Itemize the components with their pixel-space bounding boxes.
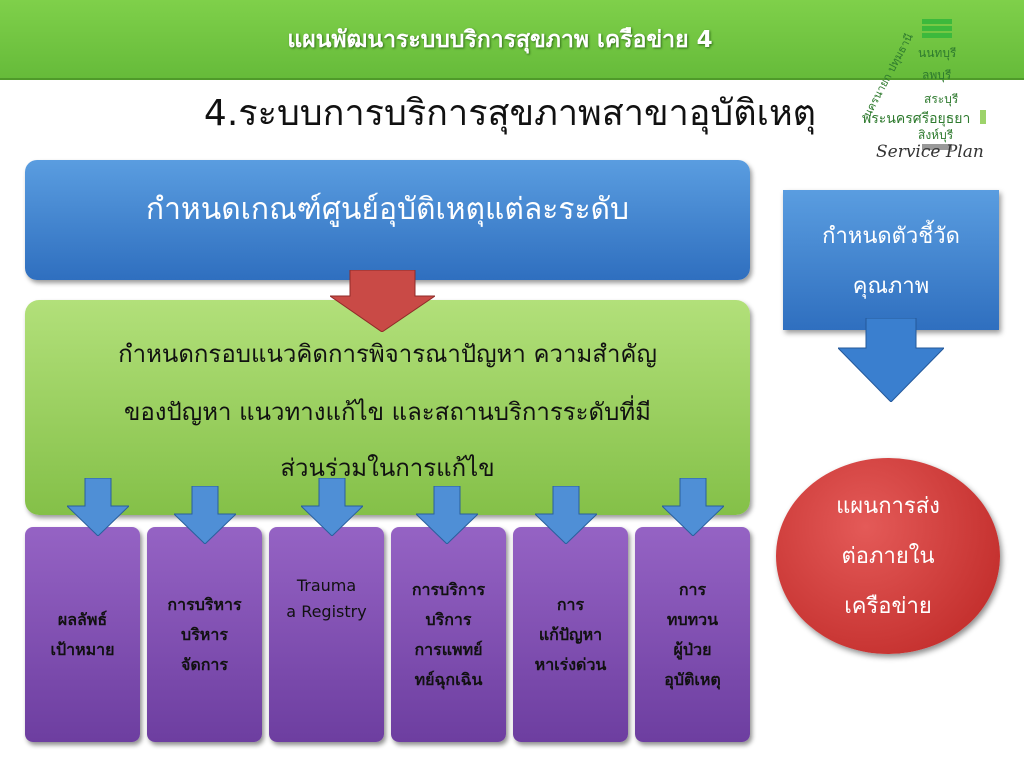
- blue-down-arrow-icon: [838, 318, 944, 402]
- urgent-problem-box: การ แก้ปัญหา หาเร่งด่วน: [513, 527, 628, 742]
- trauma-registry-line: a Registry: [286, 602, 367, 621]
- patient-review-line: อุบัติเหตุ: [664, 669, 721, 689]
- logo-province: ลพบุรี: [922, 68, 952, 82]
- logo-bars-icon: [922, 19, 986, 150]
- outcome-line: ผลลัพธ์: [57, 609, 108, 629]
- red-down-arrow-icon: [330, 270, 435, 332]
- emergency-service-line: การบริการ: [411, 579, 486, 599]
- logo-province: สิงห์บุรี: [918, 128, 954, 142]
- emergency-service-line: ทย์ฉุกเฉิน: [414, 669, 483, 689]
- logo-province: นนทบุรี: [918, 46, 957, 60]
- emergency-service-box: การบริการ บริการ การแพทย์ ทย์ฉุกเฉิน: [391, 527, 506, 742]
- emergency-service-line: การแพทย์: [414, 639, 483, 659]
- urgent-problem-line: การ: [556, 594, 585, 614]
- framework-box: กำหนดกรอบแนวคิดการพิจารณาปัญหา ความสำคัญ…: [25, 300, 750, 515]
- criteria-box: กำหนดเกณฑ์ศูนย์อุบัติเหตุแต่ละระดับ: [25, 160, 750, 280]
- referral-plan-circle: แผนการส่ง ต่อภายใน เครือข่าย: [776, 458, 1000, 654]
- logo-province: พระนครศรีอยุธยา: [862, 111, 971, 127]
- management-box: การบริหาร บริหาร จัดการ: [147, 527, 262, 742]
- trauma-registry-box: Trauma a Registry: [269, 527, 384, 742]
- management-line: การบริหาร: [167, 594, 242, 614]
- logo-script-text: Service Plan: [876, 142, 984, 162]
- quality-indicator-box: กำหนดตัวชี้วัด คุณภาพ: [783, 190, 999, 330]
- patient-review-line: ผู้ป่วย: [673, 639, 712, 659]
- quality-indicator-line: คุณภาพ: [852, 274, 930, 299]
- referral-plan-line: แผนการส่ง: [836, 494, 940, 519]
- referral-plan-line: เครือข่าย: [844, 594, 932, 619]
- logo-province: สระบุรี: [924, 92, 959, 106]
- trauma-registry-line: Trauma: [296, 576, 357, 595]
- urgent-problem-line: แก้ปัญหา: [538, 624, 603, 644]
- management-line: บริหาร: [181, 624, 228, 644]
- framework-line: ส่วนร่วมในการแก้ไข: [280, 454, 495, 482]
- header-title: แผนพัฒนาระบบบริการสุขภาพ เครือข่าย 4: [287, 27, 713, 53]
- management-line: จัดการ: [180, 654, 228, 674]
- patient-review-line: ทบทวน: [666, 609, 719, 629]
- blue-down-arrow-icon: [416, 486, 478, 544]
- patient-review-line: การ: [678, 579, 707, 599]
- framework-line: กำหนดกรอบแนวคิดการพิจารณาปัญหา ความสำคัญ: [118, 340, 657, 368]
- blue-down-arrow-icon: [301, 478, 363, 536]
- outcome-line: เป้าหมาย: [50, 639, 115, 659]
- outcome-box: ผลลัพธ์ เป้าหมาย: [25, 527, 140, 742]
- blue-down-arrow-icon: [174, 486, 236, 544]
- referral-plan-line: ต่อภายใน: [841, 544, 935, 569]
- blue-down-arrow-icon: [535, 486, 597, 544]
- framework-line: ของปัญหา แนวทางแก้ไข และสถานบริการระดับท…: [123, 398, 651, 426]
- patient-review-box: การ ทบทวน ผู้ป่วย อุบัติเหตุ: [635, 527, 750, 742]
- header-banner: แผนพัฒนาระบบบริการสุขภาพ เครือข่าย 4: [0, 0, 1024, 80]
- page-title: 4.ระบบการบริการสุขภาพสาขาอุบัติเหตุ: [203, 93, 817, 134]
- criteria-box-label: กำหนดเกณฑ์ศูนย์อุบัติเหตุแต่ละระดับ: [145, 191, 630, 227]
- blue-down-arrow-icon: [67, 478, 129, 536]
- urgent-problem-line: หาเร่งด่วน: [534, 654, 607, 674]
- emergency-service-line: บริการ: [425, 609, 472, 629]
- blue-down-arrow-icon: [662, 478, 724, 536]
- quality-indicator-line: กำหนดตัวชี้วัด: [822, 224, 960, 249]
